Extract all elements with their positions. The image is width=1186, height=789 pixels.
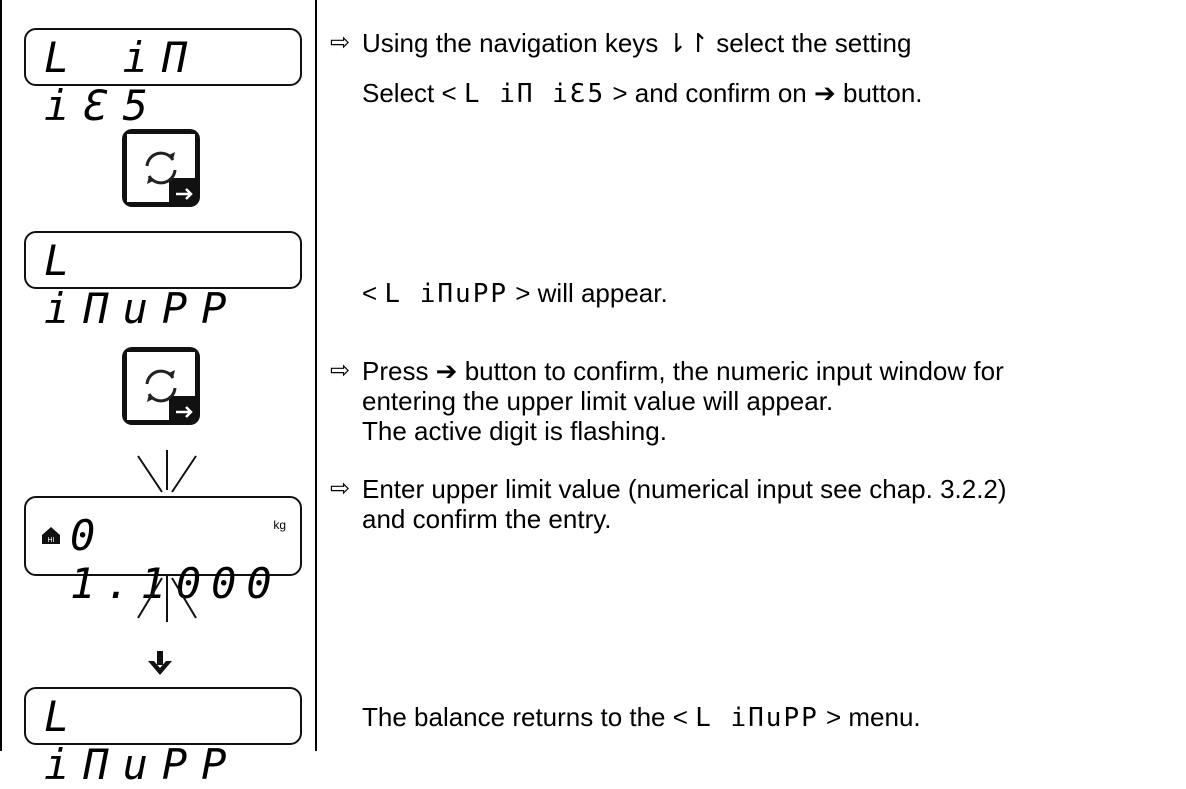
bullet-arrow-icon: ⇨ bbox=[330, 475, 351, 502]
display-code: L iΠ iƐ5 bbox=[463, 79, 606, 109]
flash-rays-bottom-icon bbox=[137, 576, 197, 622]
lcd-value-text: 0 1.1000 bbox=[70, 511, 282, 608]
lcd-display-value: HI 0 1.1000 kg bbox=[24, 496, 302, 608]
lcd-text: L iΠuPP bbox=[44, 236, 241, 333]
illustration-column: L iΠ iƐ5 L iΠuPP HI 0 1.1000 k bbox=[0, 0, 317, 789]
display-code: L iΠuPP bbox=[384, 279, 508, 309]
lcd-display-limupp-return: L iΠuPP bbox=[24, 687, 302, 789]
down-arrow-icon bbox=[148, 651, 172, 675]
step-text: Select < L iΠ iƐ5 > and confirm on ➔ but… bbox=[362, 78, 923, 109]
bullet-arrow-icon: ⇨ bbox=[330, 357, 351, 384]
confirm-key-icon bbox=[122, 129, 200, 207]
bullet-arrow-icon: ⇨ bbox=[330, 29, 351, 56]
unit-label: kg bbox=[273, 518, 286, 532]
svg-text:HI: HI bbox=[48, 537, 55, 544]
lcd-display-limits: L iΠ iƐ5 bbox=[24, 28, 302, 130]
lcd-display-limupp: L iΠuPP bbox=[24, 231, 302, 333]
confirm-key-icon bbox=[122, 347, 200, 425]
display-code: L iΠuPP bbox=[695, 703, 819, 733]
flash-rays-top-icon bbox=[137, 450, 197, 493]
hi-home-icon: HI bbox=[42, 527, 60, 544]
lcd-text: L iΠ iƐ5 bbox=[44, 33, 202, 130]
lcd-text: L iΠuPP bbox=[44, 692, 241, 789]
